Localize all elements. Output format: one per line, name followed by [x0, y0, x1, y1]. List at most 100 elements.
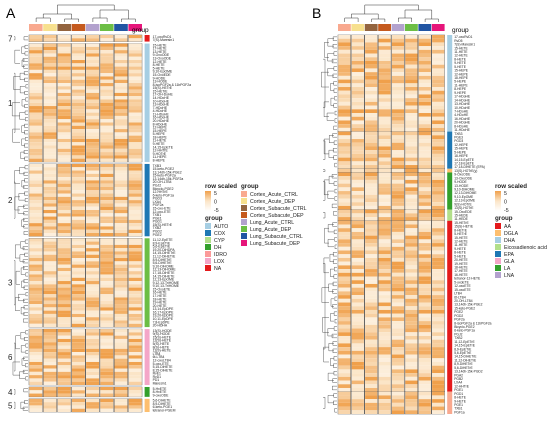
- heatmap-cell: [128, 244, 142, 249]
- heatmap-cell: [432, 213, 445, 218]
- heatmap-cell: [29, 365, 43, 369]
- heatmap-cell: [391, 64, 405, 69]
- heatmap-cell: [432, 309, 445, 314]
- heatmap-cell: [57, 73, 71, 77]
- heatmap-cell: [391, 116, 405, 121]
- row-label: 8-HDoHE: [454, 124, 469, 128]
- heatmap-cell: [100, 223, 114, 227]
- panel-b: B group 17-oxoRvD1RvD57(S)-Maresin115-HE…: [312, 4, 547, 414]
- heatmap-cell: [128, 50, 142, 54]
- heatmap-cell: [43, 203, 57, 207]
- heatmap-cell: [405, 116, 418, 121]
- legend-row-entry: Eicosadienoic acid: [504, 245, 547, 251]
- heatmap-cell: [100, 371, 114, 376]
- heatmap-cell: [391, 113, 405, 117]
- heatmap-cell: [391, 198, 405, 203]
- heatmap-cell: [114, 277, 128, 282]
- heatmap-cell: [57, 258, 71, 262]
- heatmap-cell: [86, 290, 100, 295]
- row-label: 15-OxoETE: [153, 287, 171, 291]
- heatmap-cell: [29, 244, 43, 249]
- heatmap-cell: [128, 258, 142, 262]
- heatmap-cell: [365, 94, 378, 99]
- heatmap-cell: [29, 163, 43, 168]
- heatmap-cell: [405, 283, 418, 288]
- heatmap-cell: [378, 261, 391, 266]
- heatmap-cell: [432, 198, 445, 203]
- heatmap-cell: [405, 276, 418, 281]
- panel-a-annotation-label: group: [132, 27, 149, 34]
- heatmap-cell: [114, 332, 128, 336]
- heatmap-cell: [128, 109, 142, 113]
- heatmap-cell: [100, 92, 114, 97]
- heatmap-cell: [391, 269, 405, 273]
- heatmap-cell: [100, 193, 114, 197]
- heatmap-cell: [100, 112, 114, 116]
- heatmap-cell: [418, 395, 431, 400]
- heatmap-cell: [114, 96, 128, 100]
- panel-b-column-annotation: [338, 24, 445, 31]
- heatmap-cell: [365, 239, 378, 244]
- heatmap-cell: [378, 150, 391, 154]
- row-dendrogram-branches: [14, 400, 28, 411]
- panel-a-legend: row scaled50-5groupAUTOCOXCYPDHIDROLOXNA…: [205, 183, 307, 272]
- heatmap-cell: [418, 384, 431, 388]
- heatmap-cell: [338, 176, 351, 180]
- heatmap-cell: [418, 257, 431, 262]
- heatmap-cell: [114, 122, 128, 126]
- heatmap-cell: [378, 276, 391, 281]
- row-label: 20-HETE: [153, 304, 168, 308]
- heatmap-cell: [418, 142, 431, 147]
- heatmap-cell: [43, 378, 57, 382]
- heatmap-cell: [338, 57, 351, 62]
- row-label: 11-HEDE: [454, 217, 468, 221]
- heatmap-cell: [57, 402, 71, 406]
- heatmap-cell: [71, 281, 85, 285]
- heatmap-cell: [86, 193, 100, 197]
- row-dendrogram-branches: [321, 36, 337, 130]
- heatmap-cell: [114, 99, 128, 103]
- heatmap-cell: [338, 324, 351, 329]
- heatmap-cell: [405, 153, 418, 158]
- heatmap-cell: [71, 86, 85, 90]
- heatmap-cell: [338, 157, 351, 162]
- heatmap-cell: [100, 122, 114, 126]
- heatmap-cell: [29, 66, 43, 70]
- row-label: 8-HETE: [454, 57, 467, 61]
- heatmap-cell: [57, 138, 71, 143]
- heatmap-cell: [128, 132, 142, 136]
- heatmap-cell: [351, 46, 364, 50]
- heatmap-cell: [43, 241, 57, 245]
- heatmap-cell: [43, 125, 57, 130]
- heatmap-cell: [351, 365, 364, 370]
- heatmap-cell: [128, 271, 142, 275]
- heatmap-cell: [351, 109, 364, 114]
- column-group-cell: [71, 24, 86, 31]
- heatmap-cell: [71, 158, 85, 162]
- heatmap-cell: [29, 368, 43, 372]
- heatmap-cell: [57, 119, 71, 123]
- heatmap-cell: [57, 66, 71, 70]
- heatmap-cell: [351, 116, 364, 121]
- heatmap-cell: [378, 347, 391, 351]
- heatmap-cell: [57, 102, 71, 107]
- heatmap-cell: [29, 206, 43, 210]
- heatmap-cell: [128, 73, 142, 77]
- heatmap-cell: [365, 87, 378, 91]
- heatmap-cell: [114, 129, 128, 133]
- heatmap-cell: [29, 83, 43, 87]
- heatmap-cell: [405, 317, 418, 322]
- heatmap-cell: [43, 345, 57, 349]
- heatmap-cell: [114, 244, 128, 249]
- column-group-cell: [405, 24, 418, 31]
- heatmap-cell: [432, 75, 445, 80]
- heatmap-cell: [338, 53, 351, 58]
- heatmap-cell: [86, 148, 100, 153]
- row-group-bar: [144, 398, 150, 412]
- heatmap-cell: [57, 251, 71, 255]
- row-label: 15-keto-PGE2: [454, 306, 475, 310]
- heatmap-cell: [418, 98, 431, 102]
- heatmap-cell: [391, 209, 405, 214]
- heatmap-cell: [100, 342, 114, 346]
- heatmap-cell: [418, 328, 431, 333]
